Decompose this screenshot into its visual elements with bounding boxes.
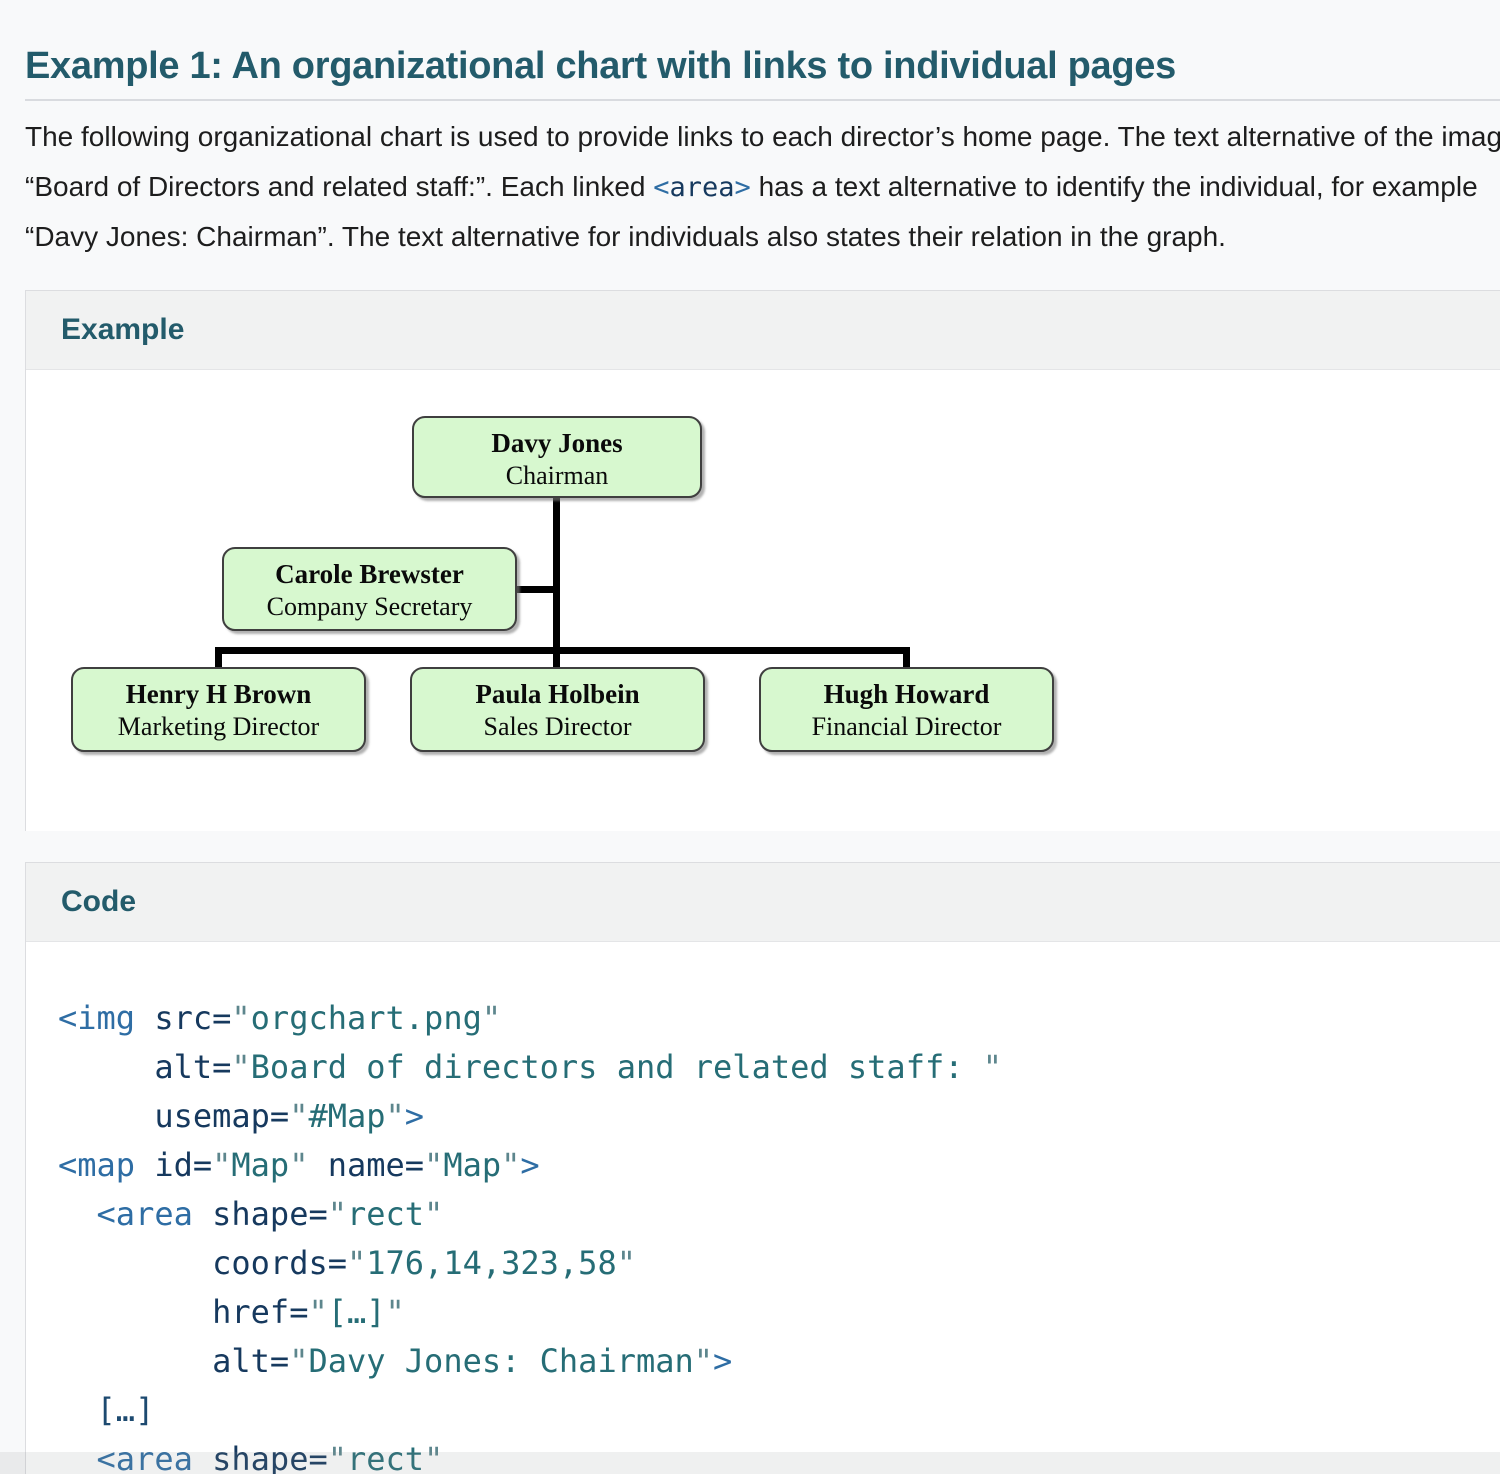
connector-horizontal-bar [215,647,910,654]
intro-line-1: The following organizational chart is us… [25,121,1500,152]
page-title: Example 1: An organizational chart with … [25,42,1500,101]
org-node-title: Company Secretary [266,592,473,621]
code-panel-header: Code [26,863,1500,942]
example-panel-header: Example [26,291,1500,370]
org-node-name: Carole Brewster [275,559,464,589]
intro-line-2: “Board of Directors and related staff:”.… [25,171,1478,203]
org-node-henry-h-brown[interactable]: Henry H Brown Marketing Director [71,667,366,752]
org-node-name: Henry H Brown [125,679,312,709]
org-node-name: Paula Holbein [475,679,640,709]
org-node-name: Hugh Howard [823,679,990,709]
connector-vertical-chairman [553,498,560,670]
org-node-hugh-howard[interactable]: Hugh Howard Financial Director [759,667,1054,752]
org-node-title: Marketing Director [117,712,320,741]
code-panel-body: <img src="orgchart.png" alt="Board of di… [26,942,1500,1474]
org-node-title: Financial Director [811,712,1002,741]
example-panel: Example Davy Jones Chairman Carole Brews… [25,290,1500,831]
connector-stub-left [215,647,222,669]
connector-stub-right [903,647,910,669]
intro-paragraph: The following organizational chart is us… [25,112,1500,262]
org-node-paula-holbein[interactable]: Paula Holbein Sales Director [410,667,705,752]
org-chart-image: Davy Jones Chairman Carole Brewster Comp… [26,370,1500,831]
code-panel: Code <img src="orgchart.png" alt="Board … [25,862,1500,1474]
intro-line-3: “Davy Jones: Chairman”. The text alterna… [25,221,1226,252]
org-node-davy-jones[interactable]: Davy Jones Chairman [412,416,702,498]
org-node-title: Chairman [505,461,609,490]
org-node-title: Sales Director [483,712,632,741]
org-node-carole-brewster[interactable]: Carole Brewster Company Secretary [222,547,517,631]
org-node-name: Davy Jones [491,428,623,458]
code-block: <img src="orgchart.png" alt="Board of di… [58,999,1003,1474]
example-panel-body: Davy Jones Chairman Carole Brewster Comp… [26,370,1500,831]
horizontal-scrollbar[interactable] [0,1452,1500,1474]
connector-horizontal-secretary [517,586,557,593]
